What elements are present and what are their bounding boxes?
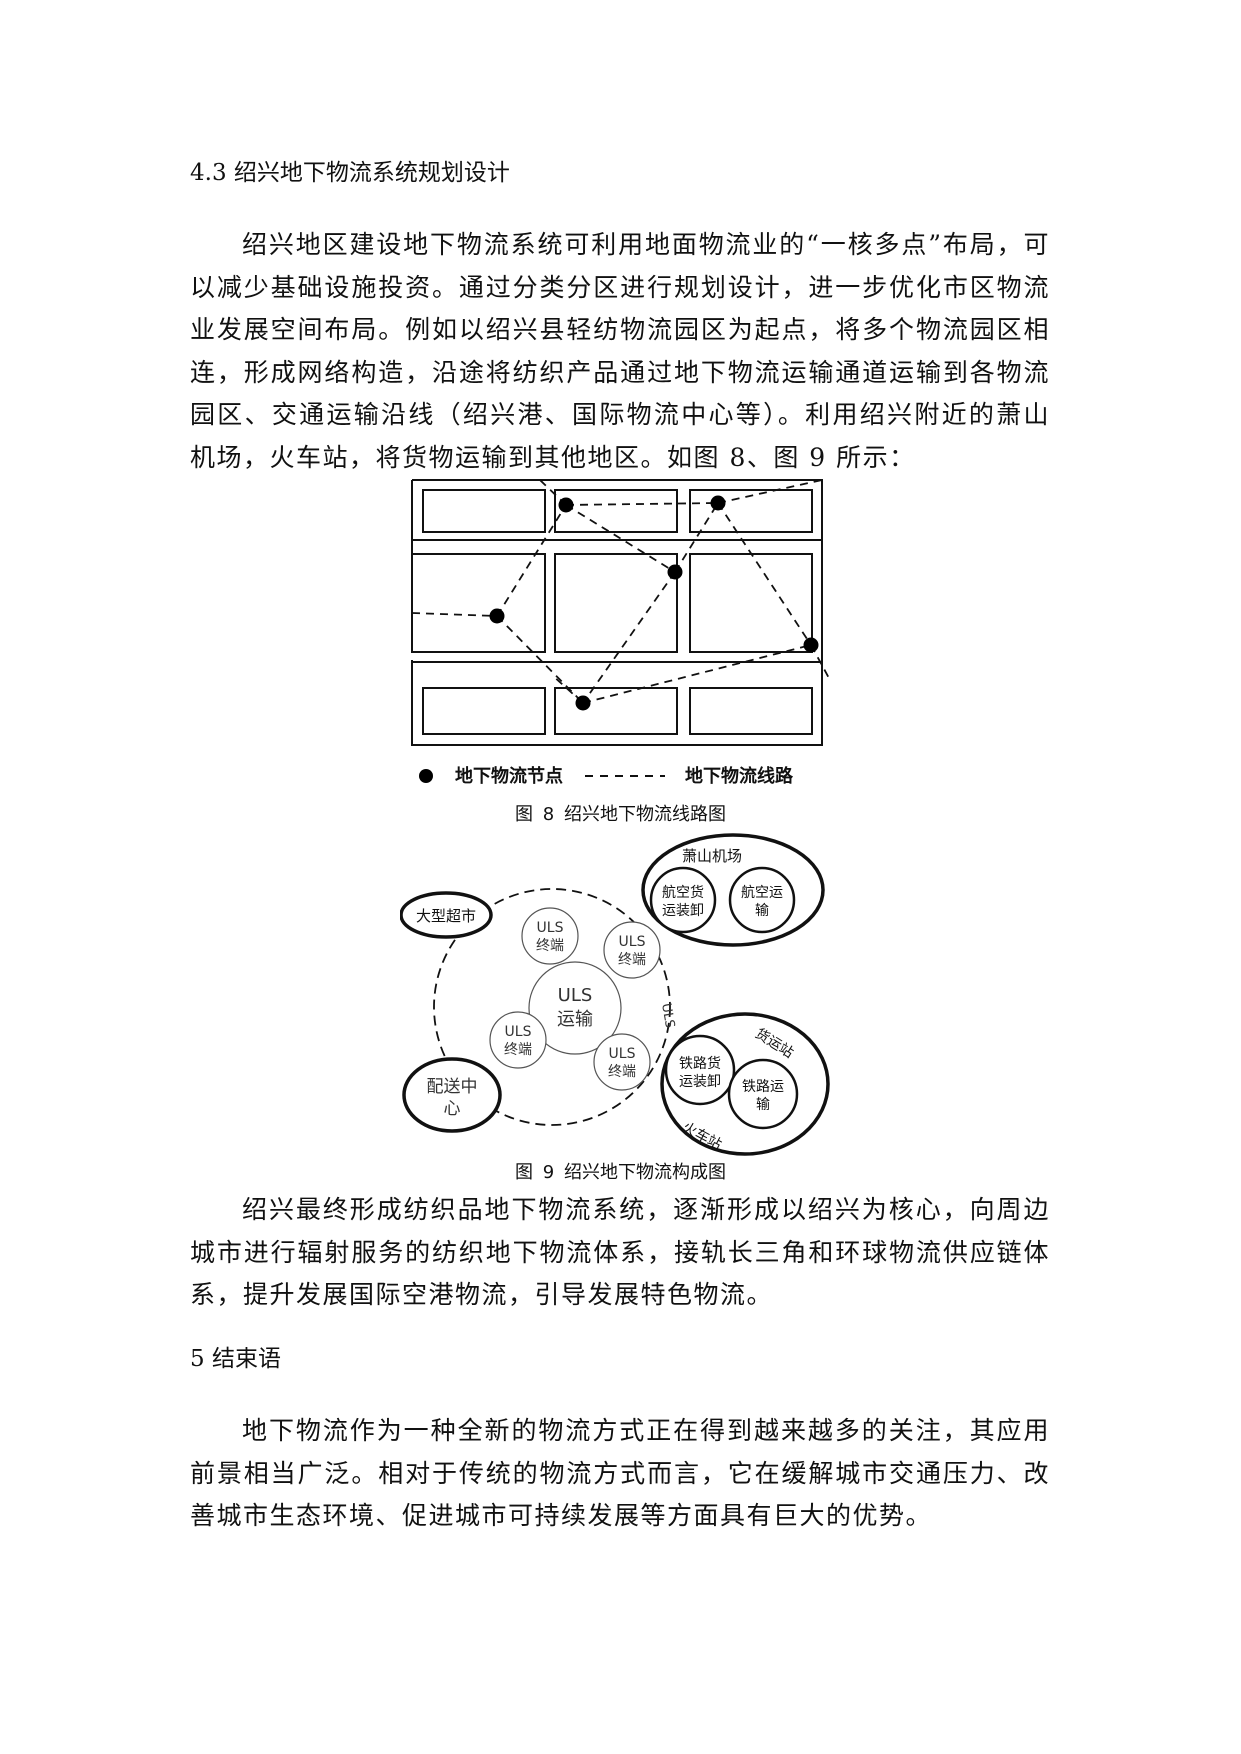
terminal-line1: ULS xyxy=(537,920,564,936)
terminal-bottom-left: ULS 终端 xyxy=(489,1011,547,1069)
legend-line-label: 地下物流线路 xyxy=(685,765,794,787)
figure-9-caption: 图 9 绍兴地下物流构成图 xyxy=(515,1162,726,1183)
figure-9-structure: ULS ULS 运输 ULS 终端 ULS 终端 ULS 终端 ULS 终端 大… xyxy=(400,833,830,1156)
distribution-center-ellipse xyxy=(402,1057,502,1133)
section-heading-4-3: 4.3 绍兴地下物流系统规划设计 xyxy=(190,160,510,186)
node xyxy=(558,497,574,513)
terminal-line1: ULS xyxy=(609,1046,636,1062)
block xyxy=(554,489,678,533)
terminal-top-left: ULS 终端 xyxy=(521,907,579,965)
terminal-line2: 终端 xyxy=(618,952,646,968)
block xyxy=(689,687,813,735)
block xyxy=(554,553,678,653)
uls-center-line1: ULS xyxy=(558,985,593,1006)
air-cargo-line2: 运装卸 xyxy=(662,903,704,919)
node xyxy=(710,495,726,511)
paragraph-closing: 地下物流作为一种全新的物流方式正在得到越来越多的关注，其应用前景相当广泛。相对于… xyxy=(190,1416,1050,1530)
block xyxy=(422,687,546,735)
block xyxy=(554,687,678,735)
block xyxy=(422,489,546,533)
supermarket-label: 大型超市 xyxy=(416,907,476,925)
terminal-bottom-right: ULS 终端 xyxy=(593,1033,651,1091)
terminal-top-right: ULS 终端 xyxy=(603,921,661,979)
node xyxy=(667,564,683,580)
rail-transport-circle xyxy=(727,1058,799,1130)
block xyxy=(411,553,546,653)
node xyxy=(489,608,505,624)
node xyxy=(575,695,591,711)
block xyxy=(689,489,813,533)
air-transport-line2: 输 xyxy=(755,903,769,919)
route-lines xyxy=(411,479,831,704)
paragraph-planning: 绍兴地区建设地下物流系统可利用地面物流业的“一核多点”布局，可以减少基础设施投资… xyxy=(190,230,1050,472)
distribution-line1: 配送中 xyxy=(427,1077,478,1097)
block xyxy=(689,553,813,653)
terminal-line1: ULS xyxy=(619,934,646,950)
uls-ring xyxy=(433,888,671,1126)
rail-cargo-circle xyxy=(664,1034,736,1106)
legend-node-label: 地下物流节点 xyxy=(455,765,563,787)
rail-cargo-line1: 铁路货 xyxy=(679,1055,721,1072)
supermarket-ellipse xyxy=(400,891,493,939)
figure-8-route-map: 地下物流节点 地下物流线路 xyxy=(411,479,831,787)
rail-transport-line2: 输 xyxy=(756,1097,770,1113)
air-cargo-line1: 航空货 xyxy=(662,884,704,901)
air-transport-line1: 航空运 xyxy=(741,885,783,901)
airport-label: 萧山机场 xyxy=(682,847,742,865)
uls-ring-label: ULS xyxy=(658,1002,677,1029)
terminal-line1: ULS xyxy=(505,1024,532,1040)
rail-cargo-line2: 运装卸 xyxy=(679,1074,721,1090)
legend-node-icon xyxy=(419,769,433,783)
section-heading-5: 5 结束语 xyxy=(190,1346,281,1372)
terminal-line2: 终端 xyxy=(536,938,564,954)
distribution-line2: 心 xyxy=(444,1099,461,1119)
terminal-line2: 终端 xyxy=(608,1064,636,1080)
map-border xyxy=(411,479,823,746)
uls-center-circle xyxy=(528,961,622,1055)
terminal-line2: 终端 xyxy=(504,1042,532,1058)
paragraph-conclusion-system: 绍兴最终形成纺织品地下物流系统，逐渐形成以绍兴为核心，向周边城市进行辐射服务的纺… xyxy=(190,1195,1050,1309)
route-nodes xyxy=(489,495,819,711)
air-transport-circle xyxy=(728,866,796,934)
node xyxy=(803,637,819,653)
uls-center-line2: 运输 xyxy=(557,1009,593,1030)
figure-8-caption: 图 8 绍兴地下物流线路图 xyxy=(515,804,726,825)
rail-transport-line1: 铁路运 xyxy=(742,1079,784,1095)
air-cargo-circle xyxy=(649,866,717,934)
